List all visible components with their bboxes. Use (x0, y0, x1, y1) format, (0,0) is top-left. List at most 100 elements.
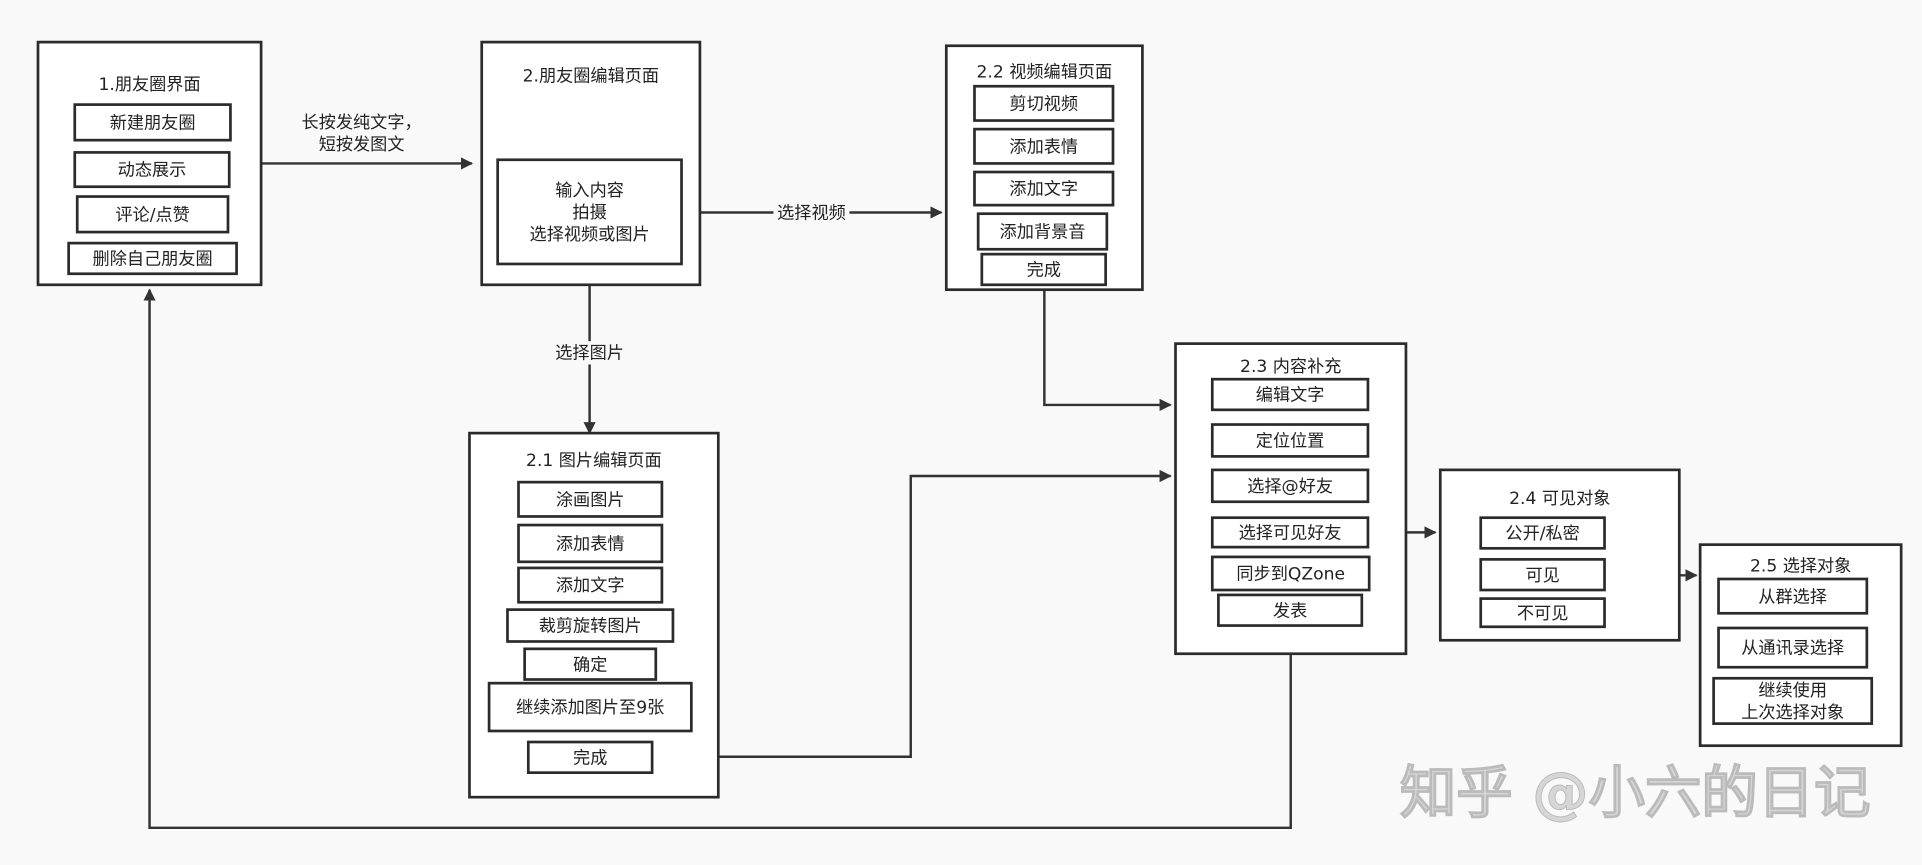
node-title: 2.4 可见对象 (1509, 489, 1610, 509)
node-item[interactable]: 公开/私密 (1479, 516, 1606, 550)
node-item[interactable]: 继续添加图片至9张 (487, 681, 693, 733)
node-item-label: 剪切视频 (1009, 95, 1078, 115)
node-item-label: 评论/点赞 (115, 205, 189, 225)
node-item-box[interactable] (75, 195, 230, 234)
node-item-label: 从群选择 (1758, 587, 1827, 607)
edge-label: 选择图片 (555, 343, 624, 363)
node-item-box[interactable] (973, 127, 1115, 165)
node-item-box[interactable] (1479, 516, 1606, 550)
node-item-label: 继续使用 (1758, 680, 1827, 701)
node-item-box[interactable] (73, 151, 231, 189)
node-item[interactable]: 删除自己朋友圈 (67, 241, 238, 276)
node-item[interactable]: 不可见 (1479, 597, 1606, 629)
node-item-box[interactable] (1717, 577, 1869, 615)
node-item-box[interactable] (517, 480, 664, 518)
edge-arrow (1043, 284, 1172, 412)
node-item[interactable]: 选择可见好友 (1210, 516, 1370, 549)
node-item-box[interactable] (1210, 468, 1370, 504)
node-item-label: 添加表情 (556, 535, 625, 555)
edge-label-bg (551, 341, 628, 365)
edge-label-bg (773, 201, 850, 225)
node-item[interactable]: 从通讯录选择 (1717, 626, 1869, 669)
node-item[interactable]: 添加表情 (517, 523, 664, 564)
node-item[interactable]: 动态展示 (73, 151, 231, 189)
node-item-box[interactable] (976, 212, 1109, 251)
node-item-label: 选择@好友 (1247, 477, 1333, 497)
node-item[interactable]: 添加背景音 (976, 212, 1109, 251)
node-item[interactable]: 裁剪旋转图片 (506, 608, 675, 643)
edge-label-bg (297, 110, 426, 135)
node-item[interactable]: 添加文字 (517, 566, 664, 604)
node-title: 2.5 选择对象 (1750, 557, 1851, 577)
node-item-box[interactable] (506, 608, 675, 643)
node-item[interactable]: 剪切视频 (973, 84, 1115, 122)
edge-label: 选择视频 (777, 204, 846, 224)
node-item-box[interactable] (973, 84, 1115, 122)
node-item-label: 选择可见好友 (1239, 524, 1342, 544)
node-item[interactable]: 添加表情 (973, 127, 1115, 165)
node-title: 2.2 视频编辑页面 (977, 63, 1113, 83)
node-item[interactable]: 完成 (980, 252, 1107, 287)
node-title: 2.1 图片编辑页面 (526, 451, 662, 471)
node-title: 2.朋友圈编辑页面 (523, 66, 659, 86)
edge-arrow (143, 288, 1292, 830)
edge-label: 短按发图文 (319, 135, 405, 155)
node-item-label: 输入内容 (555, 181, 624, 201)
node-item-box[interactable] (517, 566, 664, 604)
node-item-box[interactable] (517, 523, 664, 564)
node-item-label: 裁剪旋转图片 (539, 617, 642, 637)
node-item[interactable]: 可见 (1479, 558, 1606, 592)
node-item-box[interactable] (487, 681, 693, 733)
node-item[interactable]: 确定 (523, 647, 658, 681)
node-item[interactable]: 新建朋友圈 (73, 103, 232, 142)
node-item-box[interactable] (1210, 516, 1370, 549)
node-item-label: 公开/私密 (1505, 524, 1579, 544)
node-item-label: 动态展示 (118, 161, 187, 181)
node-item[interactable]: 评论/点赞 (75, 195, 230, 234)
node-item[interactable]: 添加文字 (973, 170, 1115, 207)
edge-label-bg (315, 132, 409, 157)
node-item-box[interactable] (523, 647, 658, 681)
node-item-box[interactable] (526, 740, 654, 774)
node-item-box[interactable] (73, 103, 232, 142)
node-item-box[interactable] (1210, 555, 1371, 592)
node-item-label: 新建朋友圈 (110, 114, 196, 134)
node-item-box[interactable] (973, 170, 1115, 207)
node-item-label: 删除自己朋友圈 (93, 250, 213, 270)
node-item-label: 添加文字 (1009, 180, 1078, 200)
connector-line (143, 288, 1292, 830)
node-item-box[interactable] (1479, 597, 1606, 629)
node-item[interactable]: 发表 (1217, 593, 1364, 627)
node-item-label: 拍摄 (572, 203, 606, 223)
node-item-box[interactable] (980, 252, 1107, 287)
node-item[interactable]: 同步到QZone (1210, 555, 1371, 592)
node-item-label: 发表 (1273, 601, 1307, 621)
edge-arrow (652, 469, 1172, 758)
node-item-label: 添加文字 (556, 576, 625, 596)
node-item[interactable]: 从群选择 (1717, 577, 1869, 615)
node-item-box[interactable] (1479, 558, 1606, 592)
node-item[interactable]: 选择@好友 (1210, 468, 1370, 504)
node-item-box[interactable] (1717, 626, 1869, 669)
node-item-box[interactable] (1210, 377, 1370, 412)
connector-line (652, 469, 1172, 758)
node-title: 2.3 内容补充 (1240, 357, 1341, 377)
node-item-box[interactable] (67, 241, 238, 276)
node-item-box[interactable] (496, 158, 683, 266)
node-item-box[interactable] (1210, 423, 1370, 458)
node-item[interactable]: 完成 (526, 740, 654, 774)
node-item-label: 添加背景音 (1000, 223, 1086, 243)
node-item-box[interactable] (1217, 593, 1364, 627)
node-item-box[interactable] (1712, 676, 1874, 725)
node-item[interactable]: 编辑文字 (1210, 377, 1370, 412)
node-item[interactable]: 涂画图片 (517, 480, 664, 518)
node-item-label: 可见 (1525, 566, 1559, 586)
node-item[interactable]: 定位位置 (1210, 423, 1370, 458)
